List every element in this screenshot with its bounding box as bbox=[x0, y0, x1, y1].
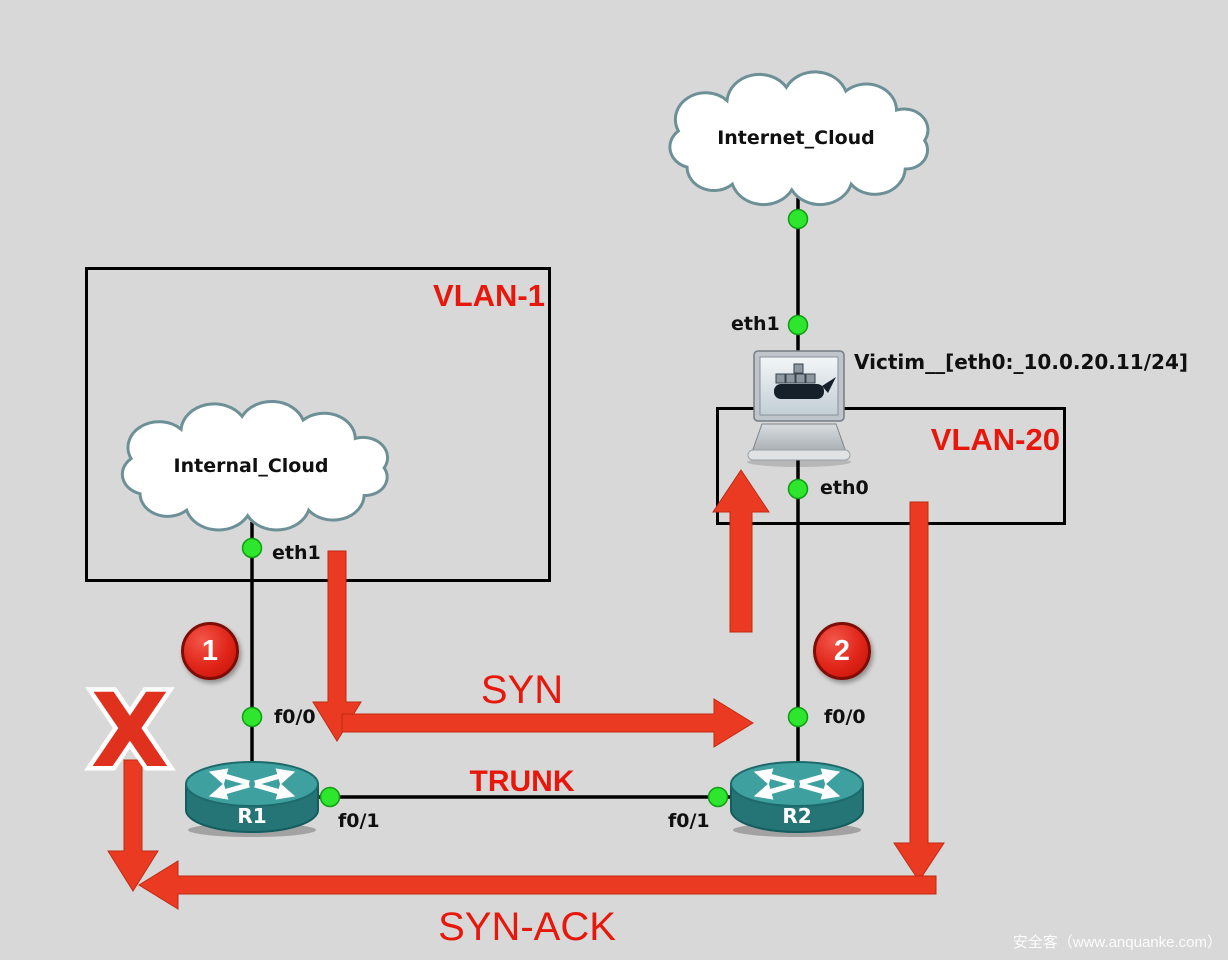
port-dot-r2-f00 bbox=[787, 706, 809, 728]
watermark: 安全客（www.anquanke.com） bbox=[1012, 934, 1222, 951]
vlan20-box bbox=[716, 407, 1066, 525]
vlan20-label: VLAN-20 bbox=[930, 422, 1060, 457]
step-badge-2: 2 bbox=[813, 622, 871, 680]
synack-left-arrow bbox=[138, 860, 937, 910]
port-dot-r1-f01 bbox=[319, 786, 341, 808]
synack-label: SYN-ACK bbox=[438, 905, 616, 949]
vlan1-box bbox=[85, 267, 551, 582]
synack-down-arrow bbox=[893, 501, 945, 882]
attack-down-arrow bbox=[312, 550, 362, 742]
port-label-r1-f00: f0/0 bbox=[274, 706, 316, 728]
port-dot-r1-f00 bbox=[241, 706, 263, 728]
port-label-r1-f01: f0/1 bbox=[338, 810, 380, 832]
step-badge-1-number: 1 bbox=[201, 634, 219, 667]
port-dot-internalcloud-eth1 bbox=[241, 537, 263, 559]
port-label-r2-f01: f0/1 bbox=[668, 810, 710, 832]
internet-cloud-label: Internet_Cloud bbox=[717, 127, 875, 149]
port-dot-r2-f01 bbox=[707, 786, 729, 808]
r1-label: R1 bbox=[237, 804, 267, 828]
port-label-victim-eth0: eth0 bbox=[820, 477, 869, 499]
internal-cloud-label: Internal_Cloud bbox=[173, 455, 329, 477]
blocked-x-mark: X bbox=[91, 672, 170, 791]
victim-host-icon[interactable] bbox=[747, 350, 851, 467]
step-badge-1: 1 bbox=[181, 622, 239, 680]
trunk-label: TRUNK bbox=[469, 765, 575, 798]
syn-label: SYN bbox=[480, 668, 564, 712]
port-label-internal-eth1: eth1 bbox=[272, 542, 321, 564]
flow-arrows bbox=[107, 469, 945, 910]
r2-label: R2 bbox=[782, 804, 812, 828]
step-badge-2-number: 2 bbox=[833, 634, 851, 667]
port-dot-victim-eth1 bbox=[787, 314, 809, 336]
victim-up-arrow bbox=[712, 469, 770, 633]
docker-whale-icon bbox=[774, 363, 836, 399]
victim-label: Victim__[eth0:_10.0.20.11/24] bbox=[854, 350, 1188, 374]
port-dot-internetcloud bbox=[787, 208, 809, 230]
port-label-internet-eth1: eth1 bbox=[731, 313, 780, 335]
blocked-down-arrow bbox=[107, 759, 159, 892]
port-dot-victim-eth0 bbox=[787, 478, 809, 500]
syn-arrow bbox=[341, 698, 754, 748]
port-dots bbox=[241, 208, 809, 808]
port-label-r2-f00: f0/0 bbox=[824, 706, 866, 728]
vlan1-label: VLAN-1 bbox=[433, 278, 545, 313]
